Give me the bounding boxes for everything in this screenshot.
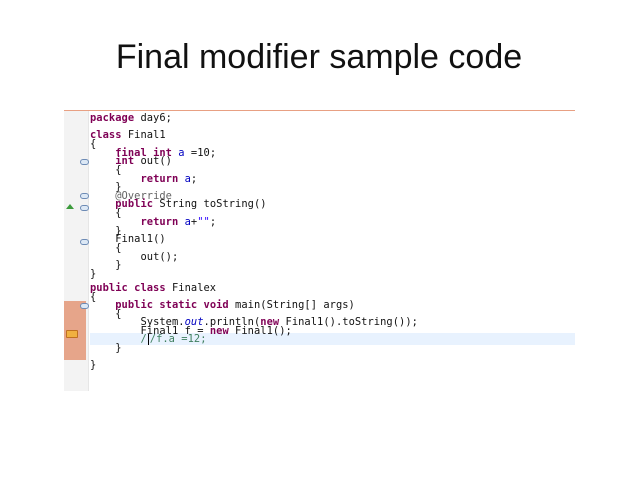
code-line: out(); xyxy=(90,251,178,263)
code-text: } xyxy=(90,268,97,280)
code-line: Final1() xyxy=(90,233,166,245)
code-line: @Override xyxy=(90,190,172,202)
keyword: final int xyxy=(115,147,172,159)
comment: / xyxy=(140,333,147,345)
code-line: //f.a =12; xyxy=(90,333,207,345)
code-line: public String toString() xyxy=(90,198,267,210)
code-text: { xyxy=(115,207,122,219)
code-text: =10; xyxy=(184,147,217,159)
code-text: Final1() xyxy=(115,233,166,245)
code-text: out() xyxy=(134,155,172,167)
code-line: public class Finalex xyxy=(90,282,216,294)
code-text: Finalex xyxy=(165,282,217,294)
field-name: a xyxy=(172,147,185,159)
current-line-highlight xyxy=(90,333,575,345)
fold-marker-icon[interactable] xyxy=(80,205,89,211)
code-text: Final1(); xyxy=(228,325,292,337)
code-text: } xyxy=(115,225,122,237)
code-text: { xyxy=(90,138,97,150)
keyword: public class xyxy=(90,282,166,294)
code-line: } xyxy=(90,225,122,237)
fold-marker-icon[interactable] xyxy=(80,303,89,309)
annotation: @Override xyxy=(115,190,172,202)
code-line: { xyxy=(90,242,122,254)
keyword: return xyxy=(140,173,179,185)
gutter-margin xyxy=(88,111,89,391)
code-text: main(String[] args) xyxy=(228,299,355,311)
code-area[interactable]: package day6; class Final1 { final int a… xyxy=(90,111,575,391)
code-text: out(); xyxy=(140,251,179,263)
code-line: } xyxy=(90,268,96,280)
code-line: { xyxy=(90,308,122,320)
code-text: ; xyxy=(190,173,198,185)
code-text: + xyxy=(190,216,198,228)
code-text: { xyxy=(115,242,122,254)
code-line: } xyxy=(90,342,122,354)
code-text: { xyxy=(115,164,122,176)
code-text: { xyxy=(115,308,122,320)
comment: /f.a =12; xyxy=(149,333,207,345)
code-text: Final1 f = xyxy=(140,325,210,337)
override-arrow-icon xyxy=(66,204,74,209)
code-text: .println( xyxy=(203,316,261,328)
code-line: { xyxy=(90,291,96,303)
code-line: class Final1 xyxy=(90,129,166,141)
code-line: final int a =10; xyxy=(90,147,216,159)
code-text: day6; xyxy=(134,112,172,124)
code-line: public static void main(String[] args) xyxy=(90,299,355,311)
code-text: Final1 xyxy=(121,129,166,141)
code-text: Final1().toString()); xyxy=(279,316,418,328)
static-field: out xyxy=(184,316,204,328)
slide-title: Final modifier sample code xyxy=(115,38,523,76)
code-line: System.out.println(new Final1().toString… xyxy=(90,316,418,328)
code-line: } xyxy=(90,359,96,371)
code-text: String toString() xyxy=(153,198,267,210)
code-line: } xyxy=(90,181,122,193)
code-line: package day6; xyxy=(90,112,172,124)
keyword: public xyxy=(115,198,154,210)
code-line: Final1 f = new Final1(); xyxy=(90,325,292,337)
code-text: } xyxy=(115,259,122,271)
keyword: new xyxy=(260,316,280,328)
keyword: class xyxy=(90,129,122,141)
code-line: { xyxy=(90,138,96,150)
code-line: } xyxy=(90,259,122,271)
code-text: System. xyxy=(140,316,185,328)
string-literal: "" xyxy=(197,216,210,228)
quick-fix-icon[interactable] xyxy=(66,330,78,338)
code-text: ; xyxy=(209,216,217,228)
text-cursor xyxy=(147,333,149,345)
code-line: return a; xyxy=(90,173,197,185)
field-name: a xyxy=(178,216,191,228)
code-editor[interactable]: package day6; class Final1 { final int a… xyxy=(64,110,575,391)
code-line: return a+""; xyxy=(90,216,216,228)
field-name: a xyxy=(178,173,191,185)
fold-marker-icon[interactable] xyxy=(80,159,89,165)
fold-marker-icon[interactable] xyxy=(80,239,89,245)
code-line: { xyxy=(90,164,122,176)
fold-marker-icon[interactable] xyxy=(80,193,89,199)
keyword: new xyxy=(209,325,229,337)
code-line: int out() xyxy=(90,155,172,167)
keyword: package xyxy=(90,112,135,124)
code-text: } xyxy=(90,359,97,371)
keyword: return xyxy=(140,216,179,228)
keyword: public static void xyxy=(115,299,229,311)
code-text: } xyxy=(115,342,122,354)
code-text: } xyxy=(115,181,122,193)
code-text: { xyxy=(90,291,97,303)
code-line: { xyxy=(90,207,122,219)
keyword: int xyxy=(115,155,135,167)
